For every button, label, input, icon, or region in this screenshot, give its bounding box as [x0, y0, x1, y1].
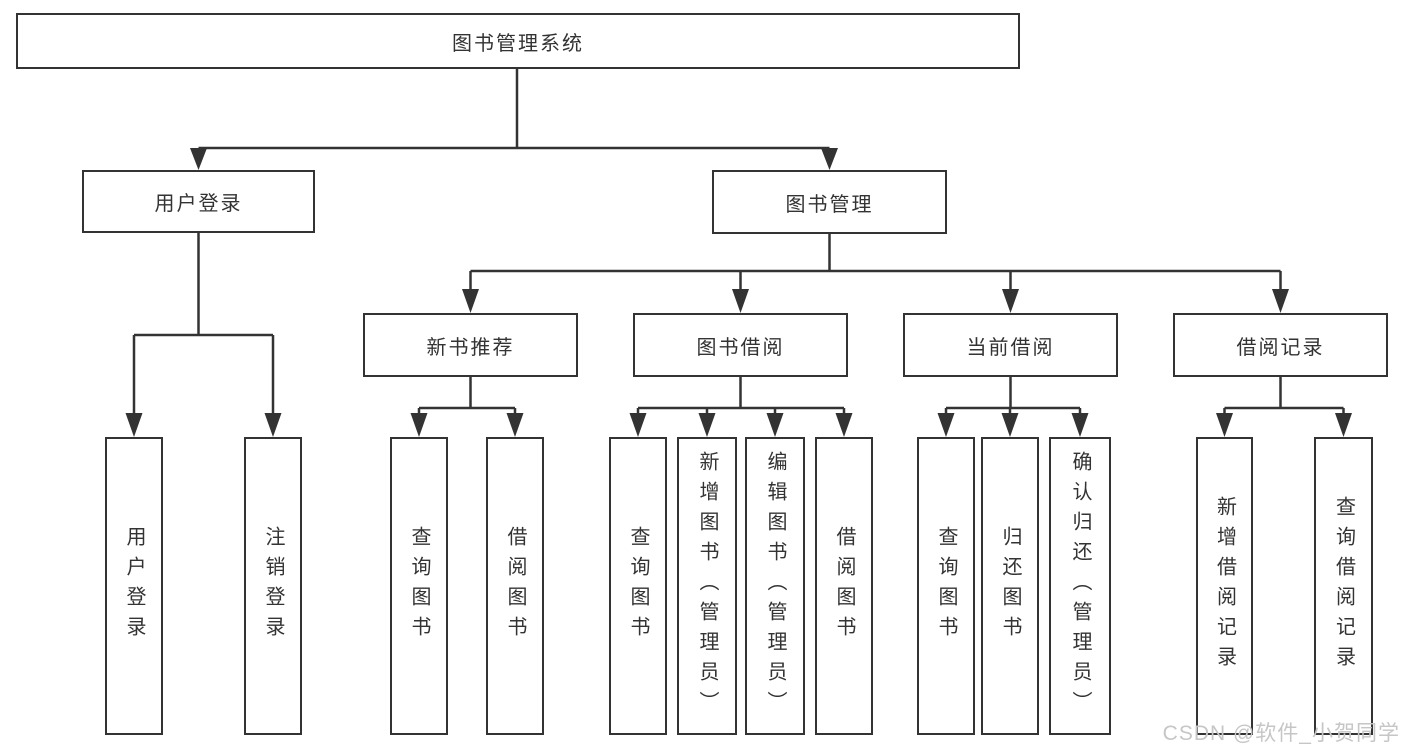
- leaf-br-query-record: 查询借阅记录: [1314, 437, 1373, 735]
- leaf-bb-borrow-books-label: 借阅图书: [833, 526, 855, 646]
- node-root: 图书管理系统: [16, 13, 1020, 69]
- leaf-cb-return-books: 归还图书: [981, 437, 1039, 735]
- node-book-management: 图书管理: [712, 170, 947, 234]
- leaf-bb-edit-books-admin-label: 编辑图书（管理员）: [764, 451, 786, 721]
- node-current-borrow: 当前借阅: [903, 313, 1118, 377]
- leaf-cb-confirm-return-admin-label: 确认归还（管理员）: [1069, 451, 1091, 721]
- leaf-nbr-borrow-books-label: 借阅图书: [504, 526, 526, 646]
- leaf-nbr-query-books: 查询图书: [390, 437, 448, 735]
- leaf-br-add-record-label: 新增借阅记录: [1213, 496, 1236, 676]
- node-book-borrow: 图书借阅: [633, 313, 848, 377]
- leaf-cb-query-books-label: 查询图书: [935, 526, 957, 646]
- leaf-user-login-label: 用户登录: [123, 526, 145, 646]
- leaf-br-query-record-label: 查询借阅记录: [1332, 496, 1355, 676]
- leaf-bb-query-books-label: 查询图书: [627, 526, 649, 646]
- leaf-bb-query-books: 查询图书: [609, 437, 667, 735]
- leaf-cb-return-books-label: 归还图书: [999, 526, 1021, 646]
- node-borrow-records: 借阅记录: [1173, 313, 1388, 377]
- leaf-bb-borrow-books: 借阅图书: [815, 437, 873, 735]
- leaf-br-add-record: 新增借阅记录: [1196, 437, 1253, 735]
- node-user-login: 用户登录: [82, 170, 315, 233]
- leaf-cb-confirm-return-admin: 确认归还（管理员）: [1049, 437, 1111, 735]
- leaf-logout-login-label: 注销登录: [262, 526, 284, 646]
- leaf-nbr-query-books-label: 查询图书: [408, 526, 430, 646]
- leaf-logout-login: 注销登录: [244, 437, 302, 735]
- watermark: CSDN @软件_小贺同学: [1162, 722, 1400, 745]
- leaf-bb-add-books-admin-label: 新增图书（管理员）: [696, 451, 718, 721]
- leaf-user-login: 用户登录: [105, 437, 163, 735]
- leaf-bb-add-books-admin: 新增图书（管理员）: [677, 437, 737, 735]
- leaf-nbr-borrow-books: 借阅图书: [486, 437, 544, 735]
- leaf-cb-query-books: 查询图书: [917, 437, 975, 735]
- leaf-bb-edit-books-admin: 编辑图书（管理员）: [745, 437, 805, 735]
- node-new-book-recommend: 新书推荐: [363, 313, 578, 377]
